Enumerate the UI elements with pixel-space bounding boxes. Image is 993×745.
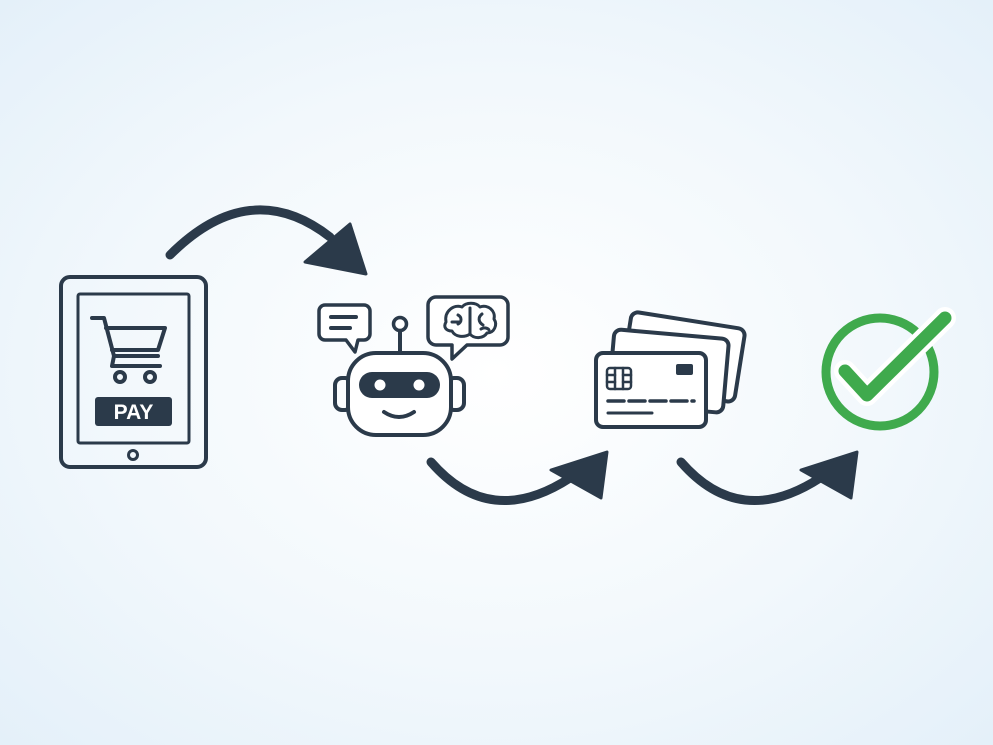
flow-arrow-1 <box>165 205 368 276</box>
chat-bubble-icon <box>317 303 372 354</box>
flow-arrow-3 <box>676 450 859 506</box>
robot-icon <box>317 295 510 437</box>
flow-arrow-2 <box>426 450 609 506</box>
credit-cards-icon <box>594 310 747 429</box>
shopping-cart-icon <box>90 316 167 384</box>
brain-icon <box>443 301 498 340</box>
pay-button[interactable]: PAY <box>95 397 172 426</box>
card-chip-icon <box>605 366 633 391</box>
check-circle-icon <box>821 307 956 431</box>
brain-thought-bubble-icon <box>426 295 510 361</box>
tablet-cart-icon <box>59 275 208 469</box>
pay-button-label: PAY <box>114 401 154 424</box>
